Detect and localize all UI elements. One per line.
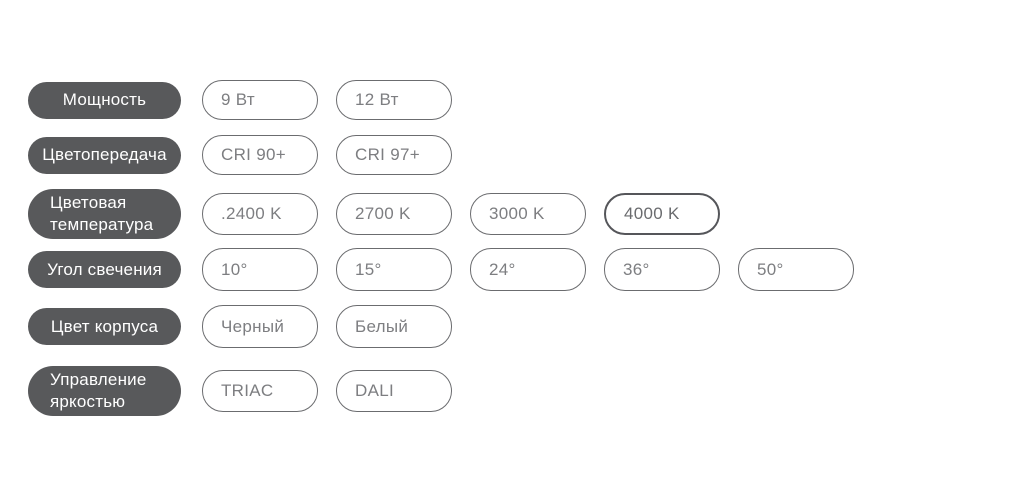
row-power-label: Мощность bbox=[28, 81, 181, 119]
row-power-options: 9 Вт 12 Вт bbox=[202, 80, 452, 120]
row-dimming-control: Управление яркостью TRIAC DALI bbox=[28, 366, 452, 416]
row-color-rendering-options: CRI 90+ CRI 97+ bbox=[202, 135, 452, 175]
option-pill-2700k[interactable]: 2700 K bbox=[336, 193, 452, 235]
row-body-color: Цвет корпуса Черный Белый bbox=[28, 305, 452, 348]
row-beam-angle: Угол свечения 10° 15° 24° 36° 50° bbox=[28, 248, 854, 291]
option-pill-12w[interactable]: 12 Вт bbox=[336, 80, 452, 120]
option-pill-10deg[interactable]: 10° bbox=[202, 248, 318, 291]
option-pill-2400k[interactable]: .2400 K bbox=[202, 193, 318, 235]
option-pill-36deg[interactable]: 36° bbox=[604, 248, 720, 291]
option-pill-dali[interactable]: DALI bbox=[336, 370, 452, 412]
option-pill-triac[interactable]: TRIAC bbox=[202, 370, 318, 412]
option-pill-cri90[interactable]: CRI 90+ bbox=[202, 135, 318, 175]
row-beam-angle-options: 10° 15° 24° 36° 50° bbox=[202, 248, 854, 291]
row-color-temperature-options: .2400 K 2700 K 3000 K 4000 K bbox=[202, 193, 720, 235]
row-body-color-label: Цвет корпуса bbox=[28, 308, 181, 345]
row-color-rendering-label: Цветопередача bbox=[28, 136, 181, 174]
row-color-temperature-label: Цветовая температура bbox=[28, 189, 181, 239]
option-pill-4000k[interactable]: 4000 K bbox=[604, 193, 720, 235]
row-color-rendering: Цветопередача CRI 90+ CRI 97+ bbox=[28, 135, 452, 175]
row-color-temperature: Цветовая температура .2400 K 2700 K 3000… bbox=[28, 189, 720, 239]
row-power: Мощность 9 Вт 12 Вт bbox=[28, 80, 452, 120]
row-body-color-options: Черный Белый bbox=[202, 305, 452, 348]
row-beam-angle-label: Угол свечения bbox=[28, 251, 181, 288]
option-pill-black[interactable]: Черный bbox=[202, 305, 318, 348]
option-pill-white[interactable]: Белый bbox=[336, 305, 452, 348]
row-dimming-control-options: TRIAC DALI bbox=[202, 370, 452, 412]
option-pill-cri97[interactable]: CRI 97+ bbox=[336, 135, 452, 175]
row-dimming-control-label: Управление яркостью bbox=[28, 366, 181, 416]
option-pill-24deg[interactable]: 24° bbox=[470, 248, 586, 291]
option-pill-3000k[interactable]: 3000 K bbox=[470, 193, 586, 235]
option-pill-50deg[interactable]: 50° bbox=[738, 248, 854, 291]
option-pill-15deg[interactable]: 15° bbox=[336, 248, 452, 291]
option-pill-9w[interactable]: 9 Вт bbox=[202, 80, 318, 120]
